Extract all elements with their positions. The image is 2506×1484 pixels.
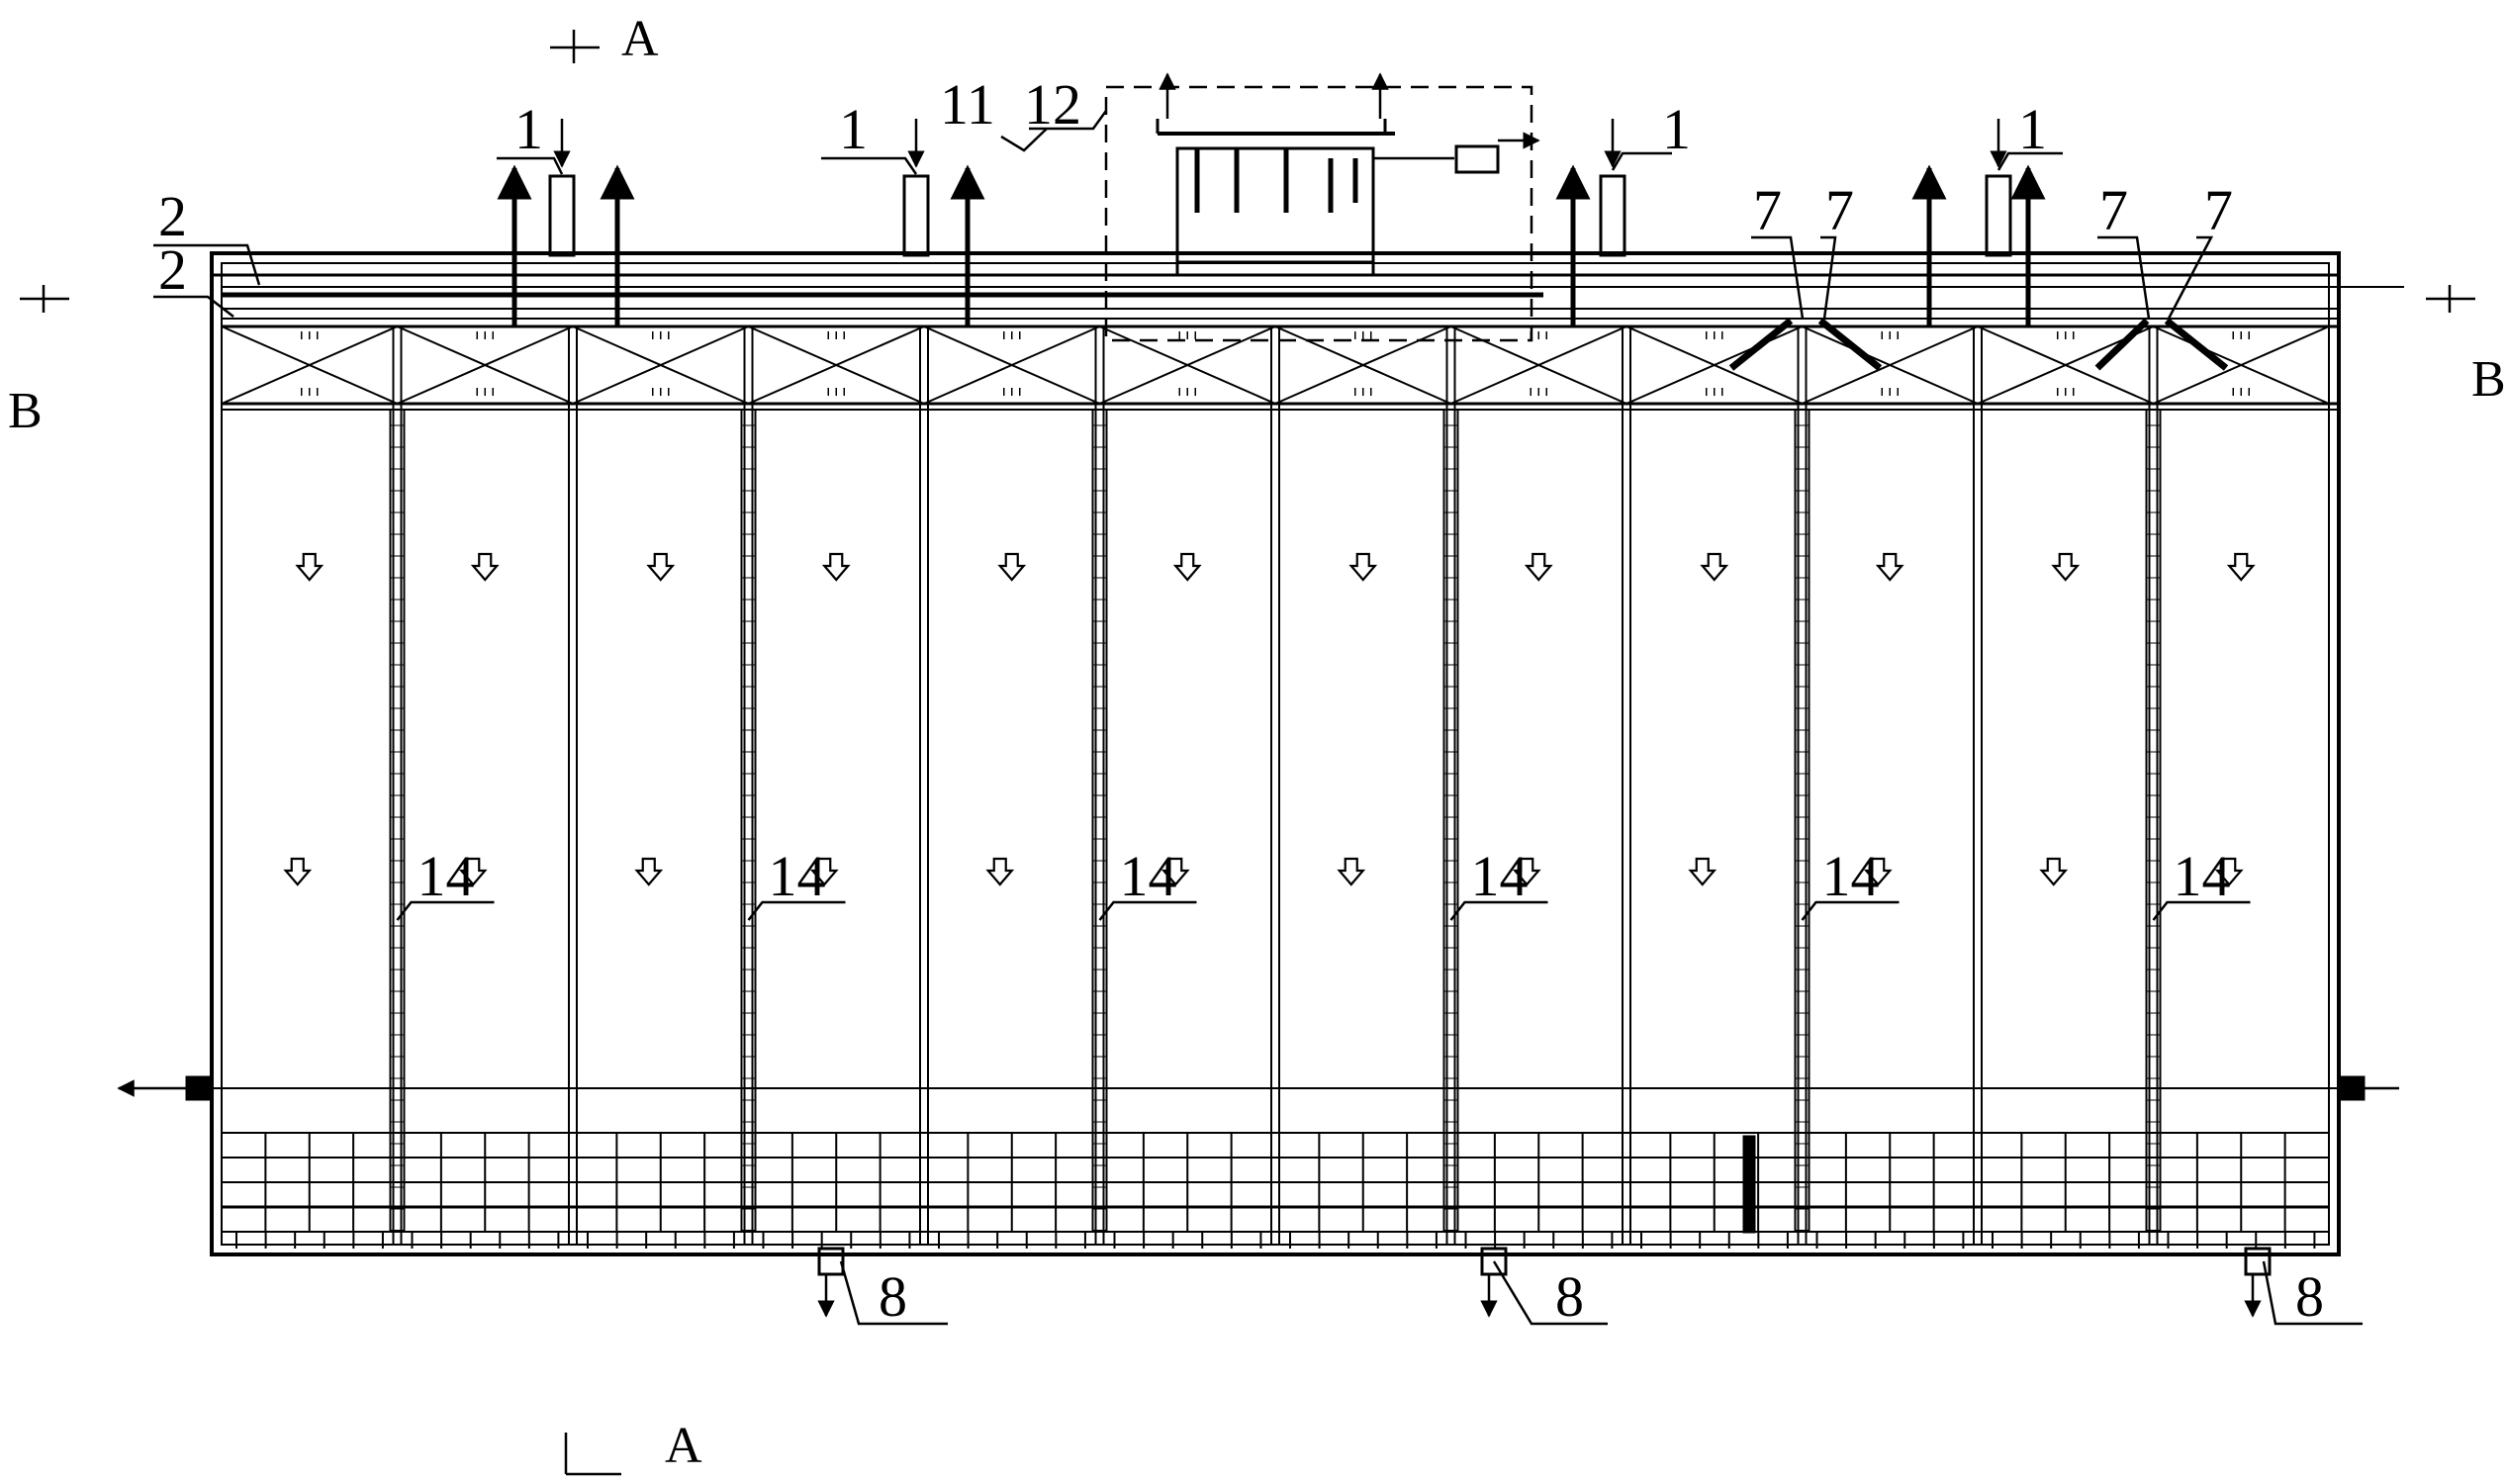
callout-labels: 1 1 1 1 2 2 7 7 7 7 11 12 8 8 8 (158, 72, 2324, 1329)
inlet-pipe (902, 174, 930, 257)
callout-8-b: 8 (1555, 1264, 1584, 1329)
truss-diagonal (923, 325, 1100, 405)
flow-down-arrow (1160, 857, 1190, 886)
flow-down-arrow (809, 857, 839, 886)
flow-down-arrow (646, 552, 676, 582)
section-label-a-top: A (621, 11, 659, 67)
callout-2-b: 2 (158, 237, 187, 302)
inclined-plate (2164, 318, 2229, 371)
inclined-plate (1817, 318, 1883, 371)
left-outlet (185, 1075, 213, 1101)
callout-7-d: 7 (2204, 178, 2233, 242)
partition-pipe (389, 409, 406, 1232)
inlet-pipe (1599, 174, 1626, 257)
callout-1-a: 1 (514, 97, 543, 161)
drain-outlet (817, 1247, 845, 1276)
ladder (1742, 1135, 1756, 1234)
callout-7-b: 7 (1825, 178, 1854, 242)
callout-14-leader (396, 900, 495, 921)
callout-7-a: 7 (1753, 178, 1782, 242)
section-label-b-left: B (8, 383, 43, 439)
callout-14: 14 (1471, 844, 1529, 908)
callout-14-leader (1801, 900, 1900, 921)
callout-1-d: 1 (2018, 97, 2047, 161)
section-marker-b-left: B (8, 285, 69, 439)
callout-1-b: 1 (839, 97, 868, 161)
flow-down-arrow (295, 552, 325, 582)
truss-diagonal (1099, 325, 1276, 405)
flow-down-arrow (458, 857, 488, 886)
callout-14: 14 (769, 844, 826, 908)
flow-down-arrow (1863, 857, 1893, 886)
truss-diagonal (1625, 325, 1803, 405)
flow-down-arrow (985, 857, 1015, 886)
flow-down-arrow (1337, 857, 1366, 886)
flow-down-arrow (1524, 552, 1553, 582)
callout-14: 14 (2174, 844, 2231, 908)
callout-14-leader (1449, 900, 1548, 921)
truss-diagonal (221, 325, 398, 405)
drain-outlet (2244, 1247, 2272, 1276)
control-unit (1104, 72, 1540, 342)
flow-down-arrow (1172, 552, 1202, 582)
inclined-plate (1728, 318, 1794, 371)
section-marker-b-right: B (2426, 285, 2506, 408)
callout-14: 14 (1822, 844, 1880, 908)
partition-pipe (1442, 409, 1459, 1232)
section-marker-a-top: A (550, 11, 659, 67)
inclined-plate (2094, 318, 2150, 371)
inlet-pipe (1985, 174, 2012, 257)
partition-pipe (1091, 409, 1108, 1232)
callout-14: 14 (418, 844, 475, 908)
flow-down-arrow (2051, 552, 2081, 582)
flow-down-arrow (2214, 857, 2244, 886)
flow-down-arrow (470, 552, 500, 582)
section-label-a-bottom: A (665, 1418, 702, 1474)
flow-down-arrow (283, 857, 313, 886)
callout-14: 14 (1120, 844, 1177, 908)
drain-outlet (1480, 1247, 1508, 1276)
partition-pipe (740, 409, 757, 1232)
callout-14-leader (1098, 900, 1197, 921)
section-label-b-right: B (2471, 351, 2506, 408)
truss-diagonal (397, 325, 574, 405)
callout-2-a: 2 (158, 184, 187, 248)
callout-14-leader (2152, 900, 2251, 921)
flow-down-arrow (821, 552, 851, 582)
flow-down-arrow (1700, 552, 1729, 582)
partition-pipe (2145, 409, 2162, 1232)
callout-1-c: 1 (1662, 97, 1691, 161)
flow-down-arrow (1875, 552, 1904, 582)
right-outlet (2338, 1075, 2366, 1101)
partition-pipe (1794, 409, 1810, 1232)
inlet-pipe (548, 174, 576, 257)
truss-diagonal (572, 325, 749, 405)
callout-12: 12 (1024, 72, 1081, 137)
callout-14-leader (747, 900, 846, 921)
flow-down-arrow (1512, 857, 1541, 886)
truss-diagonal (2153, 325, 2330, 405)
tank-compartments: 14 14 14 14 14 14 (117, 119, 2399, 1318)
callout-11: 11 (940, 72, 995, 137)
truss-diagonal (748, 325, 925, 405)
flow-down-arrow (1688, 857, 1717, 886)
callout-8-c: 8 (2295, 1264, 2324, 1329)
callout-7-c: 7 (2099, 178, 2128, 242)
flow-down-arrow (997, 552, 1027, 582)
callout-8-a: 8 (879, 1264, 907, 1329)
flow-down-arrow (2226, 552, 2256, 582)
flow-down-arrow (1348, 552, 1378, 582)
flow-down-arrow (634, 857, 664, 886)
flow-down-arrow (2039, 857, 2069, 886)
truss-diagonal (1450, 325, 1627, 405)
section-marker-a-bottom: A (564, 1418, 702, 1476)
truss-diagonal (1802, 325, 1979, 405)
callout-group (153, 110, 2363, 1326)
